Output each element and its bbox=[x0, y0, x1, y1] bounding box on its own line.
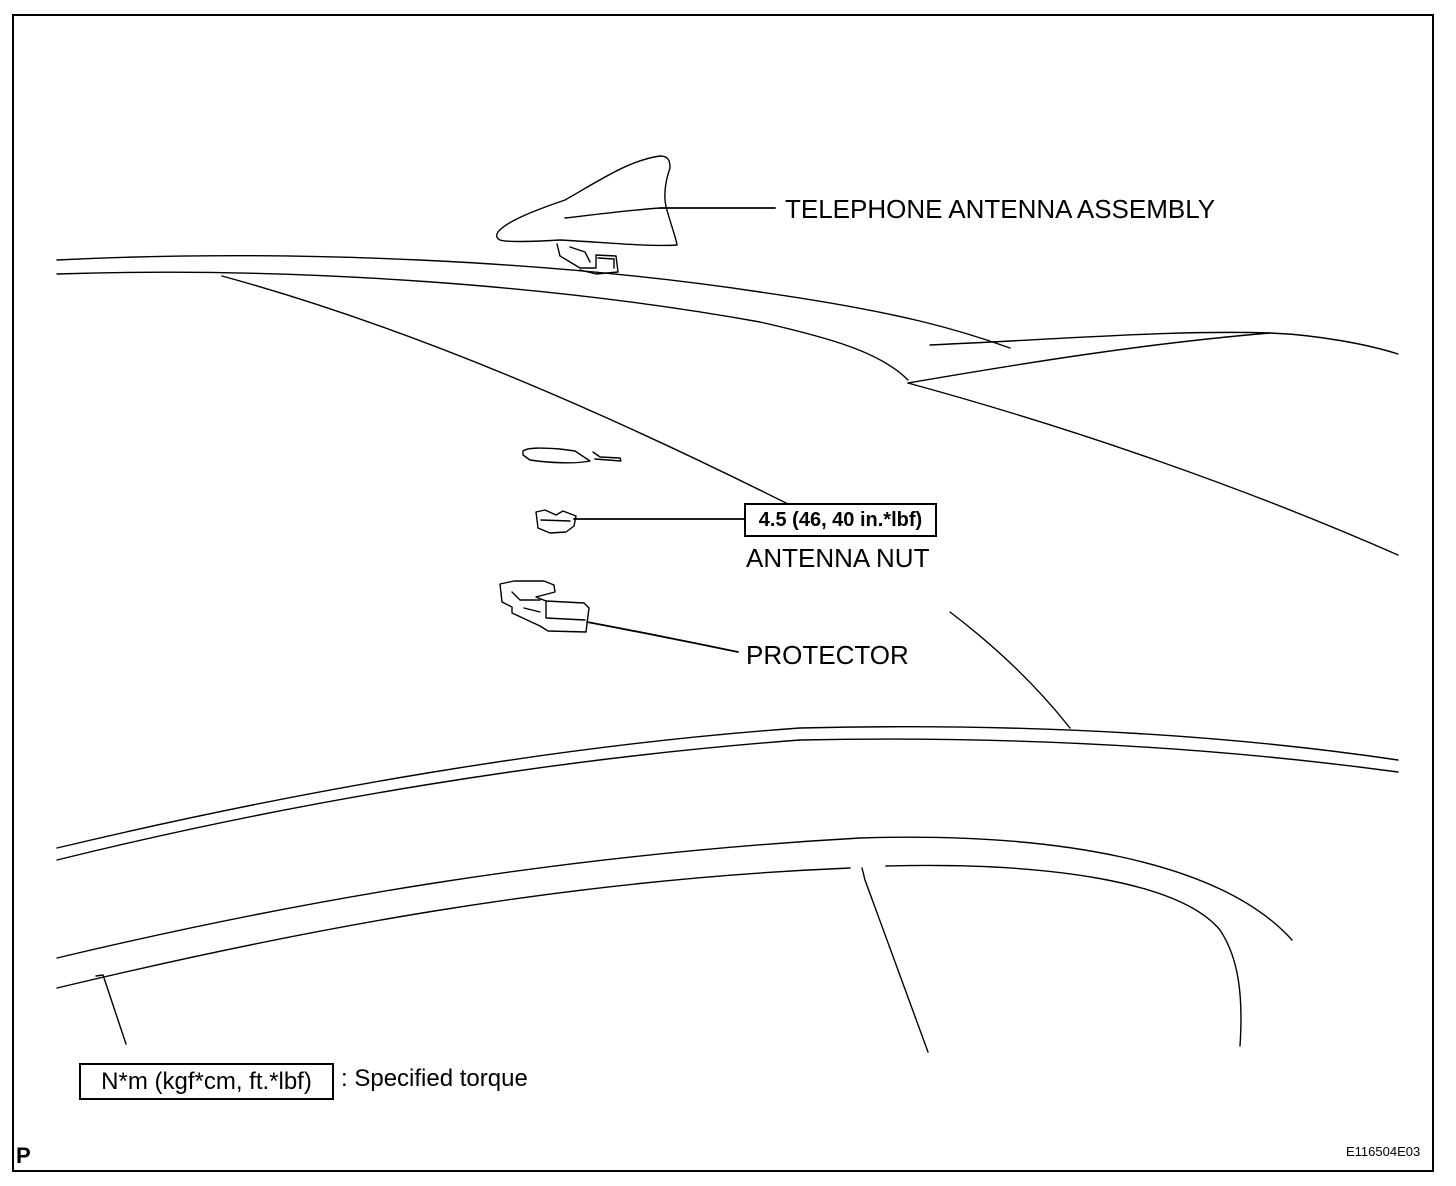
telephone-antenna-shape bbox=[496, 155, 678, 275]
antenna-nut-shape bbox=[535, 509, 577, 534]
roof-outline bbox=[56, 255, 1399, 1053]
torque-value-box: 4.5 (46, 40 in.*lbf) bbox=[744, 503, 937, 537]
torque-value-text: 4.5 (46, 40 in.*lbf) bbox=[758, 508, 923, 531]
antenna-nut-label: ANTENNA NUT bbox=[746, 543, 930, 573]
corner-mark: P bbox=[16, 1143, 31, 1168]
torque-unit-legend-box: N*m (kgf*cm, ft.*lbf) bbox=[79, 1063, 334, 1100]
diagram-frame bbox=[12, 14, 1434, 1172]
leader-lines bbox=[573, 207, 776, 653]
protector-shape bbox=[499, 580, 590, 633]
telephone-antenna-assembly-label: TELEPHONE ANTENNA ASSEMBLY bbox=[785, 194, 1216, 224]
torque-unit-text: N*m (kgf*cm, ft.*lbf) bbox=[101, 1067, 312, 1095]
figure-id: E116504E03 bbox=[1346, 1144, 1421, 1159]
seal-clip-shape bbox=[522, 447, 622, 464]
protector-label: PROTECTOR bbox=[746, 640, 909, 670]
specified-torque-legend-text: : Specified torque bbox=[341, 1065, 528, 1092]
